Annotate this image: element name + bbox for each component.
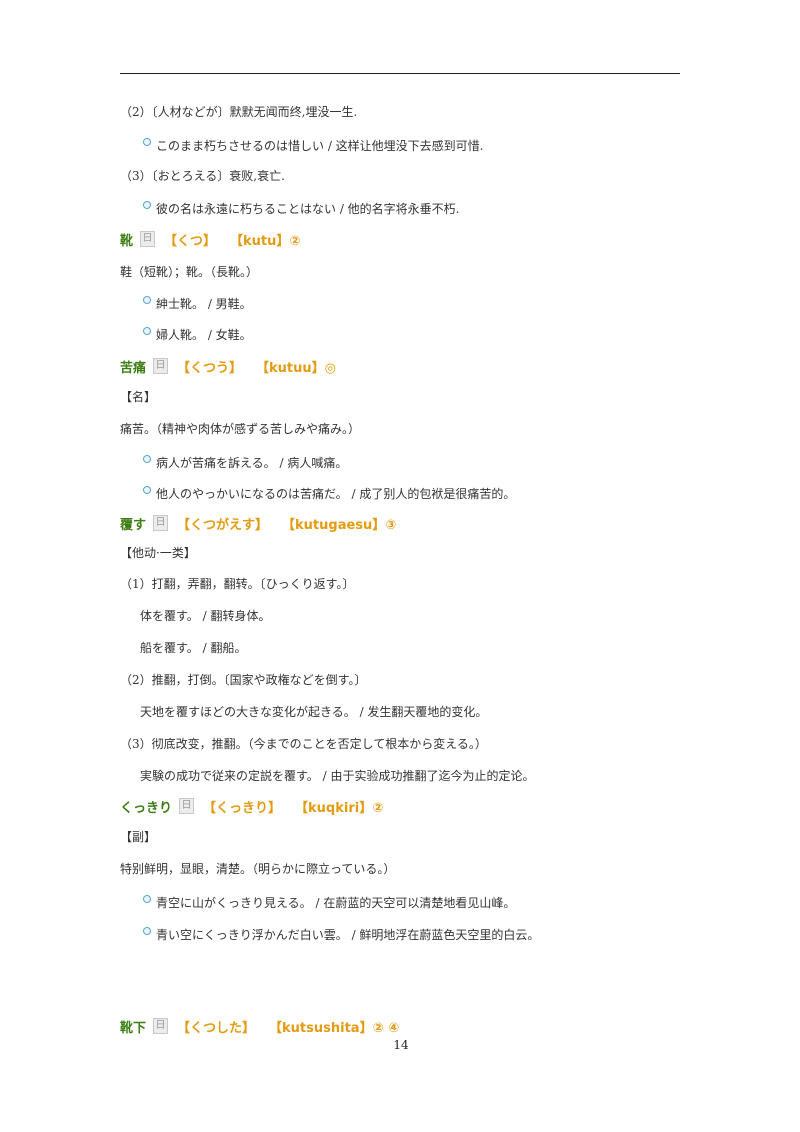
- headword: 苦痛: [120, 360, 147, 376]
- example-line: このまま朽ちさせるのは惜しい / 这样让他埋没下去感到可惜.: [156, 139, 484, 153]
- reading: 【くつ】: [164, 233, 217, 249]
- romaji: 【kuqkiri】②: [295, 800, 384, 816]
- romaji: 【kutuu】◎: [256, 360, 336, 376]
- example-line: 天地を覆すほどの大きな変化が起きる。 / 发生翻天覆地的变化。: [140, 705, 488, 719]
- bullet-icon: [143, 138, 151, 146]
- bullet-icon: [143, 927, 151, 935]
- sense-line: （2）推翻，打倒。〔国家や政権などを倒す。〕: [120, 673, 367, 687]
- example-line: 青い空にくっきり浮かんだ白い雲。 / 鲜明地浮在蔚蓝色天空里的白云。: [156, 928, 540, 942]
- bullet-icon: [143, 455, 151, 463]
- sense-line: （3）彻底改变，推翻。（今までのことを否定して根本から変える。）: [120, 737, 487, 751]
- sense-line: （2）〔人材などが〕默默无闻而终,埋没一生.: [120, 105, 358, 119]
- entry-headword-row: 靴下 日 【くつした】 【kutsushita】② ④: [120, 1015, 399, 1037]
- part-of-speech: 【他动·一类】: [120, 546, 196, 560]
- entry-headword-row: 苦痛 日 【くつう】 【kutuu】◎: [120, 355, 336, 377]
- bullet-icon: [143, 327, 151, 335]
- japanese-dict-icon: 日: [153, 515, 169, 531]
- bullet-icon: [143, 895, 151, 903]
- example-line: 船を覆す。 / 翻船。: [140, 641, 247, 655]
- reading: 【くつした】: [177, 1020, 256, 1036]
- example-line: 婦人靴。 / 女鞋。: [156, 328, 252, 342]
- header-rule: [120, 73, 680, 74]
- bullet-icon: [143, 296, 151, 304]
- reading: 【くつがえす】: [177, 517, 269, 533]
- page-number: 14: [393, 1038, 409, 1052]
- romaji: 【kutugaesu】③: [282, 517, 397, 533]
- romaji: 【kutsushita】② ④: [269, 1020, 400, 1036]
- japanese-dict-icon: 日: [179, 798, 195, 814]
- japanese-dict-icon: 日: [140, 231, 156, 247]
- example-line: 青空に山がくっきり見える。 / 在蔚蓝的天空可以清楚地看见山峰。: [156, 896, 516, 910]
- example-line: 病人が苦痛を訴える。 / 病人喊痛。: [156, 456, 348, 470]
- entry-headword-row: 覆す 日 【くつがえす】 【kutugaesu】③: [120, 512, 396, 534]
- entry-headword-row: くっきり 日 【くっきり】 【kuqkiri】②: [120, 795, 383, 817]
- bullet-icon: [143, 486, 151, 494]
- part-of-speech: 【名】: [120, 390, 157, 404]
- example-line: 紳士靴。 / 男鞋。: [156, 297, 252, 311]
- sense-line: （3）〔おとろえる〕衰败,衰亡.: [120, 169, 285, 183]
- japanese-dict-icon: 日: [153, 1018, 169, 1034]
- reading: 【くっきり】: [203, 800, 282, 816]
- headword: くっきり: [120, 800, 173, 816]
- part-of-speech: 【副】: [120, 830, 157, 844]
- definition-line: 痛苦。（精神や肉体が感ずる苦しみや痛み。）: [120, 422, 361, 436]
- sense-line: （1）打翻，弄翻，翻转。〔ひっくり返す。〕: [120, 577, 355, 591]
- example-line: 他人のやっかいになるのは苦痛だ。 / 成了别人的包袱是很痛苦的。: [156, 487, 516, 501]
- example-line: 実験の成功で従来の定説を覆す。 / 由于实验成功推翻了迄今为止的定论。: [140, 769, 535, 783]
- example-line: 彼の名は永遠に朽ちることはない / 他的名字将永垂不朽.: [156, 202, 460, 216]
- example-line: 体を覆す。 / 翻转身体。: [140, 609, 271, 623]
- bullet-icon: [143, 201, 151, 209]
- reading: 【くつう】: [177, 360, 243, 376]
- japanese-dict-icon: 日: [153, 358, 169, 374]
- definition-line: 鞋（短靴）；靴。（長靴。）: [120, 265, 259, 279]
- entry-headword-row: 靴 日 【くつ】 【kutu】②: [120, 228, 300, 250]
- headword: 覆す: [120, 517, 147, 533]
- headword: 靴: [120, 233, 134, 249]
- romaji: 【kutu】②: [230, 233, 301, 249]
- definition-line: 特别鲜明，显眼，清楚。（明らかに際立っている。）: [120, 862, 396, 876]
- headword: 靴下: [120, 1020, 147, 1036]
